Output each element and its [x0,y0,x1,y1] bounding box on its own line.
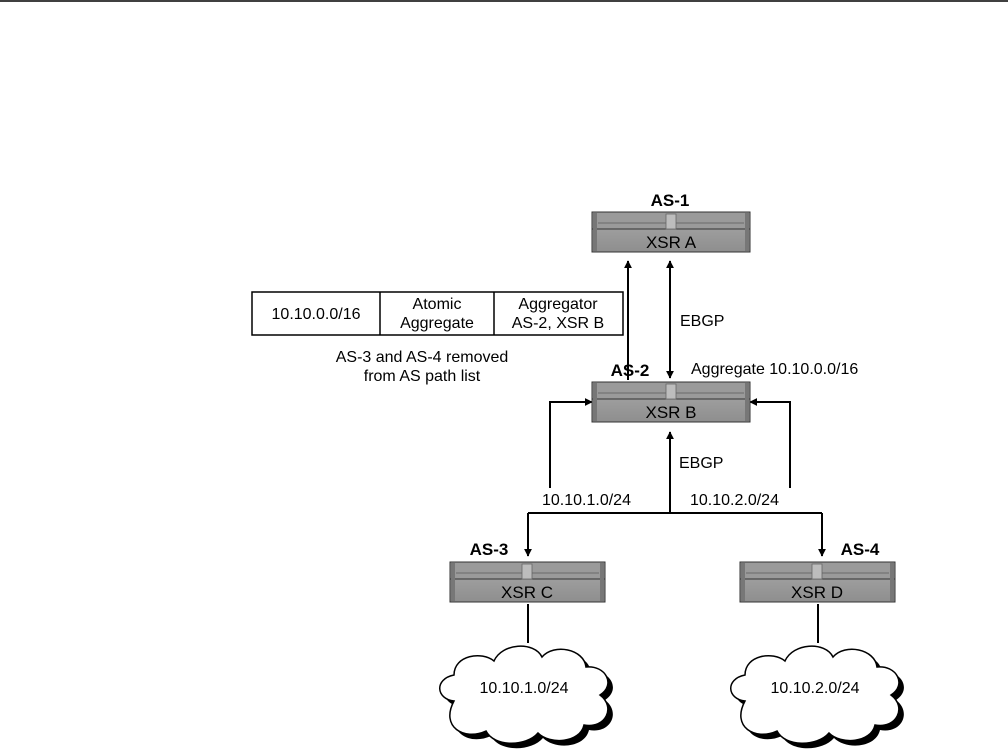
router-xsr-b: XSR B [591,381,751,423]
table-atomic-line2: Aggregate [400,315,474,332]
as-label-as-4: AS-4 [841,540,880,559]
table-atomic-line1: Atomic [413,296,462,313]
router-xsr-a: XSR A [591,211,751,253]
table-prefix-cell: 10.10.0.0/16 [272,306,361,323]
router-xsr-d: XSR D [739,561,896,603]
table-aggregator-line2: AS-2, XSR B [512,315,604,332]
router-name-xsr-a: XSR A [646,233,697,252]
as-label-as-1: AS-1 [651,191,690,210]
as-label-as-3: AS-3 [470,540,509,559]
route-label-right: 10.10.2.0/24 [690,492,779,509]
aggregate-label: Aggregate 10.10.0.0/16 [691,361,858,378]
route-label-left: 10.10.1.0/24 [542,492,631,509]
router-xsr-c: XSR C [449,561,606,603]
note-line-2: from AS path list [364,368,481,385]
network-cloud-right: 10.10.2.0/24 [729,645,904,749]
cloud-network-left: 10.10.1.0/24 [480,680,569,697]
table-aggregator-line1: Aggregator [518,296,598,313]
network-cloud-left: 10.10.1.0/24 [438,645,613,749]
ebgp-label-top: EBGP [680,313,724,330]
cloud-network-right: 10.10.2.0/24 [771,680,860,697]
router-name-xsr-d: XSR D [791,583,843,602]
router-name-xsr-b: XSR B [645,403,696,422]
ebgp-label-bottom: EBGP [679,455,723,472]
note-line-1: AS-3 and AS-4 removed [336,349,509,366]
route-arrow-left [549,398,593,488]
as-label-as-2: AS-2 [611,361,650,380]
router-name-xsr-c: XSR C [501,583,553,602]
route-arrow-right [749,398,791,488]
bgp-update-table: 10.10.0.0/16 Atomic Aggregate Aggregator… [251,291,624,336]
